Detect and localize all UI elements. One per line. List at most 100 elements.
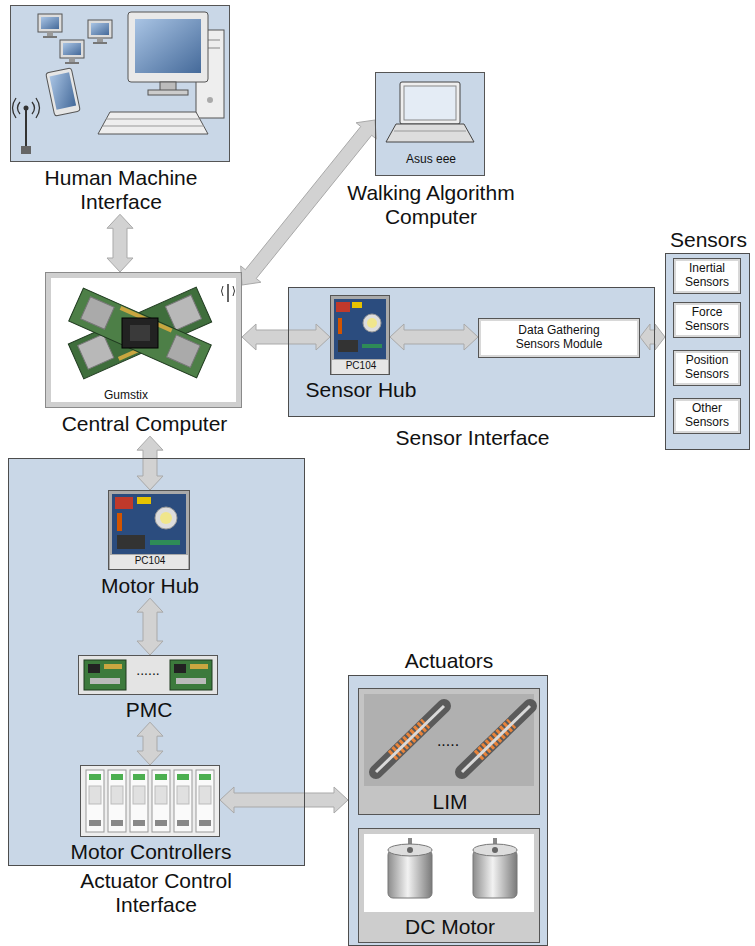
pmc-boards bbox=[190, 664, 208, 669]
motor-controller-modules bbox=[155, 820, 167, 826]
dc-motor-picture bbox=[358, 828, 540, 943]
motor-controller-modules bbox=[177, 774, 189, 780]
block-arrow bbox=[107, 214, 133, 272]
workstation-picture bbox=[128, 12, 208, 82]
block-arrow bbox=[220, 787, 348, 813]
text-holder: PMC bbox=[99, 698, 199, 722]
text-box: Inertial Sensors bbox=[673, 258, 741, 294]
box-label: Force Sensors bbox=[676, 306, 738, 334]
workstation-picture bbox=[88, 20, 112, 38]
workstation-picture bbox=[47, 32, 53, 36]
dc-motor-picture bbox=[358, 828, 540, 943]
gumstix-picture bbox=[69, 288, 212, 378]
workstation-picture bbox=[21, 146, 31, 154]
motor-controller-modules bbox=[89, 786, 101, 804]
illustrated-box: PC104Motor Hub bbox=[108, 490, 190, 570]
band-fill bbox=[348, 675, 548, 946]
illustrated-box: Human Machine Interface bbox=[10, 5, 230, 162]
motor-controller-modules bbox=[174, 770, 192, 832]
block-arrow bbox=[137, 598, 163, 655]
laptop-picture bbox=[404, 86, 456, 120]
motor-controller-modules bbox=[152, 770, 170, 832]
gumstix-picture bbox=[45, 272, 242, 408]
node-label: Human Machine Interface bbox=[31, 166, 211, 214]
linear-motor-picture bbox=[376, 706, 444, 772]
text-holder: Position Sensors bbox=[674, 351, 740, 385]
node-label: LIM bbox=[359, 790, 541, 814]
linear-motor-picture bbox=[462, 706, 530, 772]
pmc-boards bbox=[88, 664, 100, 673]
node-label: Sensor Hub bbox=[291, 378, 431, 402]
text-holder: Central Computer bbox=[34, 412, 255, 436]
pmc-boards bbox=[78, 655, 218, 695]
laptop-picture bbox=[394, 131, 466, 132]
workstation-picture bbox=[97, 38, 103, 42]
pc104-board bbox=[137, 497, 151, 504]
laptop-picture bbox=[375, 72, 485, 176]
box-label: Data Gathering Sensors Module bbox=[507, 324, 611, 352]
text-holder: DC Motor bbox=[359, 915, 541, 939]
pc104-board bbox=[117, 513, 122, 531]
ellipsis-label: ...... bbox=[128, 662, 168, 678]
text-holder: Walking Algorithm Computer bbox=[321, 181, 541, 229]
workstation-picture bbox=[10, 5, 230, 162]
motor-controller-modules bbox=[177, 786, 189, 804]
motor-controller-modules bbox=[111, 820, 123, 826]
pmc-boards bbox=[170, 660, 212, 690]
gumstix-picture bbox=[68, 287, 211, 379]
pc104-board bbox=[338, 318, 342, 334]
dc-motor-picture bbox=[364, 834, 534, 912]
text-box: Force Sensors bbox=[673, 302, 741, 338]
node-label: Actuator Control Interface bbox=[56, 869, 256, 917]
node-label: Central Computer bbox=[34, 412, 255, 436]
laptop-picture bbox=[386, 124, 474, 142]
workstation-picture bbox=[24, 106, 29, 111]
pc104-board bbox=[155, 507, 177, 529]
gumstix-picture bbox=[130, 325, 150, 341]
text-holder: Gumstix bbox=[86, 389, 166, 403]
pmc-boards bbox=[84, 660, 126, 690]
dc-motor-picture bbox=[492, 847, 498, 853]
workstation-picture bbox=[38, 14, 62, 32]
text-holder: PC104 bbox=[109, 555, 191, 567]
gumstix-picture bbox=[165, 295, 201, 330]
dc-motor-picture bbox=[473, 844, 517, 856]
motor-controller-modules bbox=[133, 786, 145, 804]
motor-controller-modules bbox=[86, 770, 214, 832]
workstation-picture bbox=[91, 23, 109, 35]
block-arrow bbox=[242, 324, 330, 350]
linear-motor-picture bbox=[358, 688, 540, 815]
pc104-board bbox=[330, 295, 390, 375]
motor-controller-modules bbox=[80, 765, 220, 837]
motor-controller-modules bbox=[177, 820, 189, 826]
gumstix-picture bbox=[81, 297, 115, 330]
illustrated-box: PC104Sensor Hub bbox=[330, 295, 390, 375]
dc-motor-picture bbox=[407, 847, 413, 853]
node-label: PC104 bbox=[109, 555, 191, 567]
text-holder: Sensor Interface bbox=[369, 426, 576, 450]
box-label: Inertial Sensors bbox=[676, 262, 738, 290]
illustrated-box: GumstixCentral Computer bbox=[45, 272, 242, 408]
text-holder: Motor Hub bbox=[80, 574, 220, 598]
pc104-board bbox=[334, 299, 386, 359]
text-holder: ...... bbox=[128, 662, 168, 678]
interface-band: ActuatorsLIMDC Motor bbox=[348, 675, 548, 946]
text-holder: Force Sensors bbox=[674, 303, 740, 337]
text-holder: LIM bbox=[359, 790, 541, 814]
node-label: Motor Hub bbox=[80, 574, 220, 598]
motor-controller-modules bbox=[130, 770, 148, 832]
motor-controller-modules bbox=[196, 770, 214, 832]
illustrated-box: DC Motor bbox=[358, 828, 540, 943]
block-arrow bbox=[390, 324, 478, 350]
pc104-board bbox=[150, 540, 180, 545]
pc104-board bbox=[367, 318, 377, 328]
text-holder: Sensors bbox=[664, 228, 753, 252]
interface-band: SensorsInertial SensorsForce SensorsPosi… bbox=[665, 253, 750, 450]
workstation-picture bbox=[135, 19, 201, 73]
linear-motor-picture bbox=[364, 694, 534, 786]
gumstix-picture bbox=[68, 287, 211, 379]
workstation-picture bbox=[41, 17, 59, 29]
